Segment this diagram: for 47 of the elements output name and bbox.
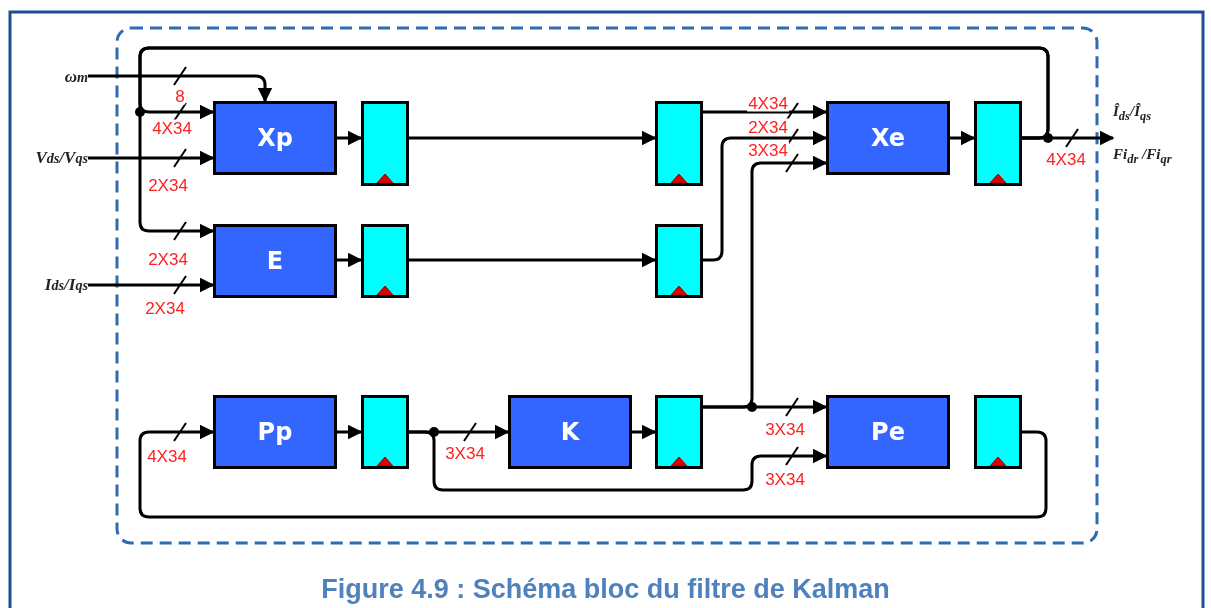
- arrow: [88, 277, 215, 293]
- edge-label: 4X34: [151, 119, 193, 137]
- process-block: K: [508, 395, 632, 469]
- arrow: [138, 46, 1050, 239]
- edge-label: 8: [174, 87, 186, 105]
- edge-label: 2X34: [147, 176, 189, 194]
- register-box: [974, 101, 1022, 186]
- register-box: [655, 395, 703, 469]
- edge-label: 3X34: [764, 420, 806, 438]
- edge-label: 4X34: [146, 447, 188, 465]
- arrow: [703, 104, 828, 120]
- edge-label: 4X34: [747, 94, 789, 112]
- arrow: [632, 424, 657, 440]
- arrow: [337, 424, 363, 440]
- process-block: E: [213, 224, 337, 298]
- arrow: [138, 424, 1048, 519]
- edge-label: 3X34: [764, 470, 806, 488]
- edge-label: 3X34: [444, 444, 486, 462]
- process-block: Xe: [826, 101, 950, 175]
- arrow: [337, 252, 363, 268]
- arrow: [88, 150, 215, 166]
- process-block: Xp: [213, 101, 337, 175]
- arrow: [409, 130, 657, 146]
- figure-caption: Figure 4.9 : Schéma bloc du filtre de Kalman: [320, 574, 891, 605]
- register-box: [974, 395, 1022, 469]
- arrow: [337, 130, 363, 146]
- arrow: [1022, 130, 1115, 146]
- process-block: Pe: [826, 395, 950, 469]
- register-box: [655, 224, 703, 298]
- register-box: [361, 224, 409, 298]
- output-label: Fi$_{dr}$ /Fi$_{qr}$: [1113, 146, 1172, 167]
- register-box: [361, 101, 409, 186]
- arrow: [409, 252, 657, 268]
- edge-label: 4X34: [1045, 150, 1087, 168]
- edge-label: 2X34: [144, 299, 186, 317]
- register-box: [655, 101, 703, 186]
- edge-label: 3X34: [747, 141, 789, 159]
- output-label: Î$_{ds}$/Î$_{qs}$: [1113, 103, 1152, 124]
- edge-label: 2X34: [147, 250, 189, 268]
- arrow: [409, 430, 828, 492]
- edge-label: 2X34: [747, 118, 789, 136]
- arrow: [950, 130, 976, 146]
- process-block: Pp: [213, 395, 337, 469]
- arrow: [88, 74, 273, 103]
- register-box: [361, 395, 409, 469]
- arrow: [703, 399, 828, 415]
- arrow: [703, 130, 828, 262]
